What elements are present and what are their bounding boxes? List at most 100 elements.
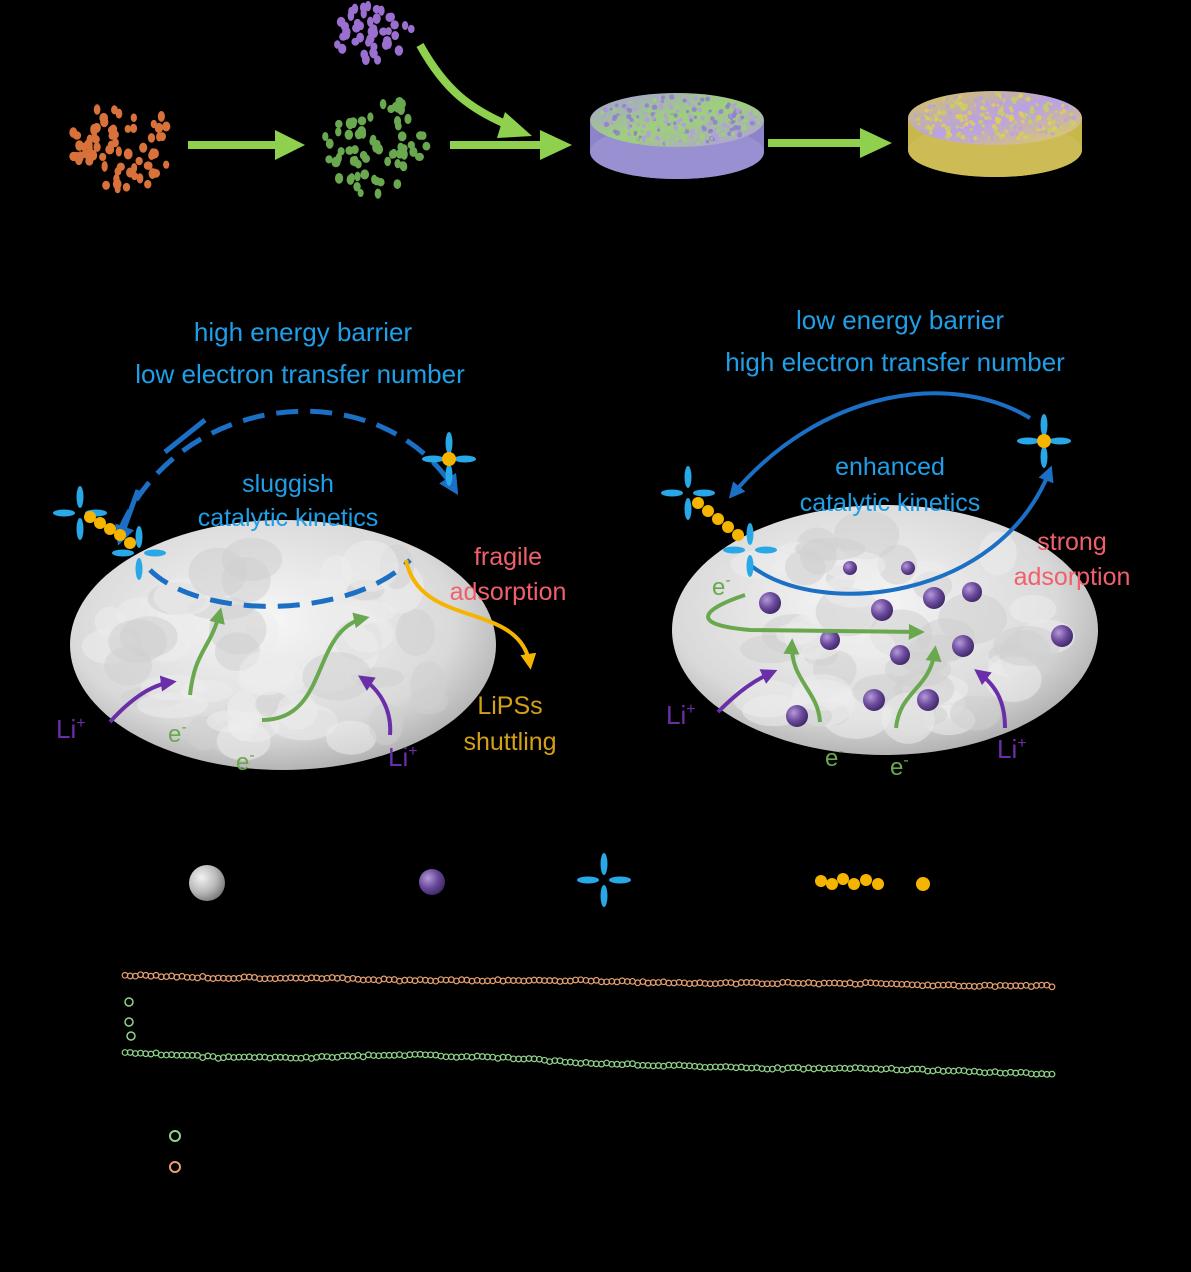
particle-dot [356, 32, 365, 43]
particle-dot [107, 125, 116, 135]
particle-dot [353, 181, 361, 192]
particle-dot [139, 142, 148, 153]
particle-dot [337, 147, 345, 156]
purple-sphere [863, 689, 885, 711]
particle-dot [391, 31, 400, 41]
particle-dot [346, 174, 355, 185]
e-arrow-left [188, 607, 225, 696]
particle-dot [409, 146, 418, 157]
particle-dot [419, 131, 427, 140]
particle-dot [357, 21, 364, 31]
particle-dot [404, 113, 412, 125]
purple-sphere [890, 645, 910, 665]
cycling-chart [121, 971, 1056, 1078]
particle-dot [99, 152, 107, 162]
particle-dot [360, 169, 370, 180]
particle-dot [354, 171, 361, 182]
particle-dot [344, 129, 354, 140]
purple-sphere [901, 561, 915, 575]
arrow-pellet-to-pellet [768, 128, 892, 158]
particle-dot [370, 42, 378, 52]
particle-dot [348, 117, 358, 126]
orange-particle-cluster [69, 104, 171, 194]
purple-sphere [1051, 625, 1073, 647]
particle-dot [407, 24, 415, 34]
particle-dot [355, 160, 362, 169]
li-arrow-left [716, 669, 778, 714]
e-label-center: e- [236, 747, 255, 776]
sulfur-atom-icon [916, 877, 930, 891]
particle-dot [163, 160, 170, 169]
particle-dot [361, 154, 371, 163]
right-kinetics-line2: catalytic kinetics [800, 489, 981, 517]
host-sphere-icon [189, 865, 225, 901]
particle-dot [81, 149, 91, 159]
particle-dot [395, 149, 404, 159]
li-label-right: Li+ [997, 734, 1027, 764]
arrow-purple-to-pellet [416, 43, 532, 138]
particle-dot [342, 28, 351, 40]
particle-dot [365, 0, 372, 12]
particle-dot [360, 49, 369, 60]
data-point [1048, 1070, 1056, 1078]
purple-sphere [843, 561, 857, 575]
left-dashed-arc [117, 408, 459, 531]
synthesis-flow [69, 0, 1082, 199]
particle-dot [325, 138, 334, 149]
e-arrow-center [261, 612, 370, 722]
e-arrow-bottom2 [894, 645, 942, 729]
data-point [126, 1031, 136, 1041]
particle-dot [390, 148, 398, 159]
left-adsorption-line1: fragile [474, 543, 542, 571]
legend [189, 853, 930, 907]
purple-sphere [923, 587, 945, 609]
particle-dot [367, 16, 374, 28]
purple-sphere [871, 599, 893, 621]
particle-dot [372, 5, 381, 14]
shuttle-line2: shuttling [463, 728, 556, 756]
data-point [124, 997, 134, 1007]
right-adsorption-line2: adsorption [1014, 563, 1131, 591]
left-panel: high energy barrier low electron transfe… [53, 317, 566, 776]
particle-dot [131, 162, 138, 173]
catalyst-propeller-icon [577, 853, 631, 907]
particle-dot [360, 8, 367, 19]
nanoparticle-sphere-icon [419, 869, 445, 895]
particle-dot [84, 139, 93, 150]
particle-dot [322, 131, 329, 142]
particle-dot [157, 110, 165, 122]
particle-dot [89, 149, 98, 161]
particle-dot [92, 135, 100, 144]
arrow-green-to-pellet [450, 130, 572, 160]
li-arrow-right [358, 675, 393, 736]
particle-dot [384, 156, 392, 167]
particle-dot [113, 173, 120, 185]
e-arrow-bottom1 [783, 638, 822, 723]
particle-dot [75, 140, 84, 151]
left-title-line2: low electron transfer number [135, 359, 465, 389]
left-substrate [70, 520, 496, 770]
chart-legend [169, 1130, 181, 1173]
e-label-bottom2: e- [890, 752, 909, 781]
green-particle-cluster [322, 97, 431, 199]
particle-dot [398, 99, 406, 109]
right-title-line1: low energy barrier [796, 305, 1004, 335]
particle-dot [397, 131, 407, 142]
particle-dot [154, 122, 164, 134]
purple-particle-cluster [334, 0, 415, 66]
particle-dot [414, 152, 424, 162]
particle-dot [393, 116, 402, 127]
particle-dot [369, 48, 378, 59]
particle-dot [147, 133, 156, 143]
li-label-left: Li+ [666, 700, 696, 730]
particle-dot [394, 45, 404, 56]
particle-dot [100, 116, 109, 128]
particle-dot [124, 124, 132, 133]
legend-marker-green [169, 1130, 181, 1142]
e-label-left: e- [168, 719, 187, 748]
catalyst-propeller-icon [53, 486, 107, 540]
left-kinetics-line2: catalytic kinetics [198, 504, 379, 532]
left-lips-chain [53, 486, 166, 580]
li-label-left: Li+ [56, 714, 86, 744]
